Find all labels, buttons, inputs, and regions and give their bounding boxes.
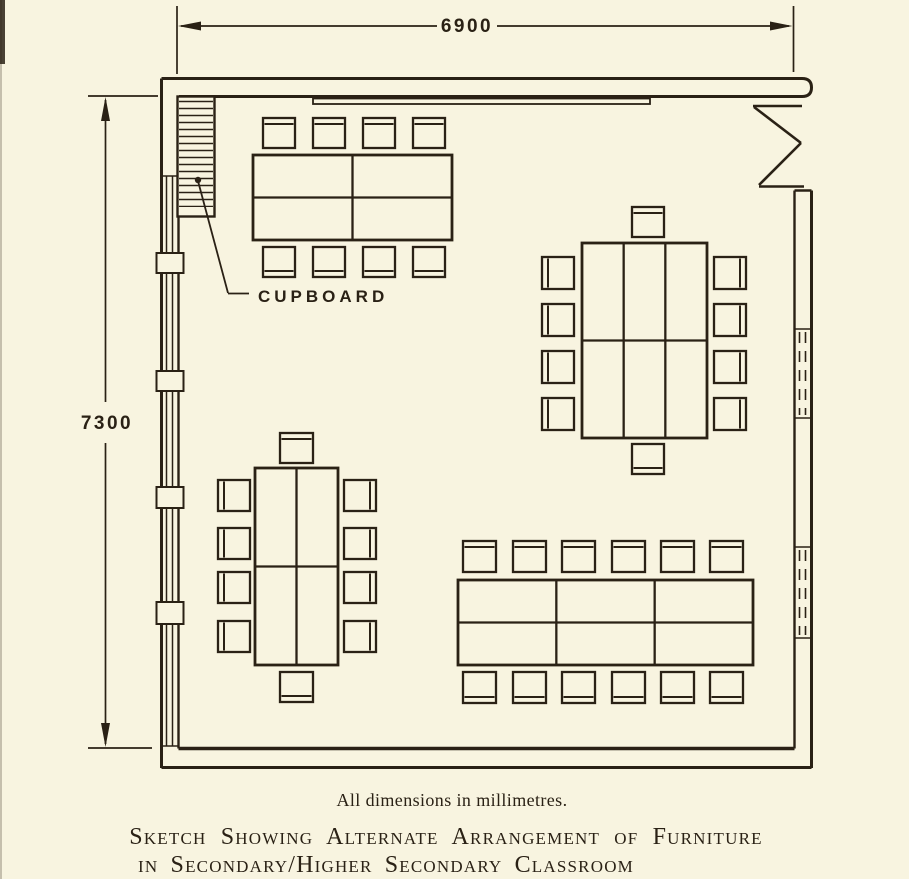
chair bbox=[540, 255, 576, 291]
cupboard-label: CUPBOARD bbox=[258, 287, 388, 306]
dimension-width: 6900 bbox=[176, 6, 795, 74]
table-group-bottom-right bbox=[456, 539, 755, 705]
chair bbox=[560, 670, 597, 705]
arrowhead-left bbox=[178, 21, 201, 31]
chair bbox=[708, 670, 745, 705]
scan-edge-mark bbox=[0, 0, 5, 64]
chalkboard-strip bbox=[312, 97, 651, 105]
chair bbox=[311, 245, 347, 279]
chair bbox=[311, 116, 347, 150]
chair bbox=[278, 431, 315, 465]
cupboard: CUPBOARD bbox=[176, 95, 388, 306]
chair bbox=[461, 539, 498, 574]
chair bbox=[342, 570, 378, 605]
dim-height-label: 7300 bbox=[81, 413, 133, 434]
caption-line-1: Sketch Showing Alternate Arrangement of … bbox=[129, 824, 763, 850]
chair bbox=[540, 349, 576, 385]
arrowhead-right bbox=[770, 21, 793, 31]
table-group-middle-right bbox=[540, 205, 748, 476]
chair bbox=[659, 670, 696, 705]
dim-width-label: 6900 bbox=[441, 16, 493, 37]
chair bbox=[560, 539, 597, 574]
chair bbox=[708, 539, 745, 574]
chair bbox=[610, 539, 647, 574]
chair bbox=[361, 245, 397, 279]
chair bbox=[342, 619, 378, 654]
table-group-bottom-left bbox=[216, 431, 378, 704]
chair bbox=[261, 245, 297, 279]
chair bbox=[411, 245, 447, 279]
cupboard-leader-dot bbox=[194, 176, 202, 184]
chair bbox=[278, 670, 315, 704]
table-group-top-left bbox=[251, 116, 454, 279]
chair bbox=[216, 526, 252, 561]
arrowhead-up bbox=[101, 97, 110, 121]
dimension-height: 7300 bbox=[81, 95, 158, 749]
chair bbox=[630, 442, 666, 476]
chair bbox=[342, 526, 378, 561]
chair bbox=[511, 670, 548, 705]
chair bbox=[511, 539, 548, 574]
chair bbox=[659, 539, 696, 574]
right-wall-windows bbox=[794, 328, 812, 639]
chair bbox=[540, 396, 576, 432]
chair bbox=[610, 670, 647, 705]
chair bbox=[712, 255, 748, 291]
caption-line-2: in Secondary/Higher Secondary Classroom bbox=[138, 852, 634, 878]
units-note: All dimensions in millimetres. bbox=[336, 790, 568, 810]
chair bbox=[261, 116, 297, 150]
chair bbox=[461, 670, 498, 705]
scan-edge-artifact bbox=[0, 0, 2, 879]
chair bbox=[712, 302, 748, 338]
chair bbox=[361, 116, 397, 150]
chair bbox=[712, 349, 748, 385]
chair bbox=[630, 205, 666, 239]
chair bbox=[216, 570, 252, 605]
chair bbox=[540, 302, 576, 338]
chair bbox=[712, 396, 748, 432]
left-wall-windows bbox=[161, 175, 179, 747]
furniture-layer bbox=[216, 116, 755, 705]
chair bbox=[342, 478, 378, 513]
chair bbox=[216, 619, 252, 654]
chair bbox=[216, 478, 252, 513]
arrowhead-down bbox=[101, 723, 110, 747]
chair bbox=[411, 116, 447, 150]
cupboard-leader-line bbox=[197, 180, 229, 294]
left-wall-piers bbox=[155, 252, 185, 625]
door-opening bbox=[753, 104, 804, 188]
top-wall bbox=[161, 77, 814, 98]
